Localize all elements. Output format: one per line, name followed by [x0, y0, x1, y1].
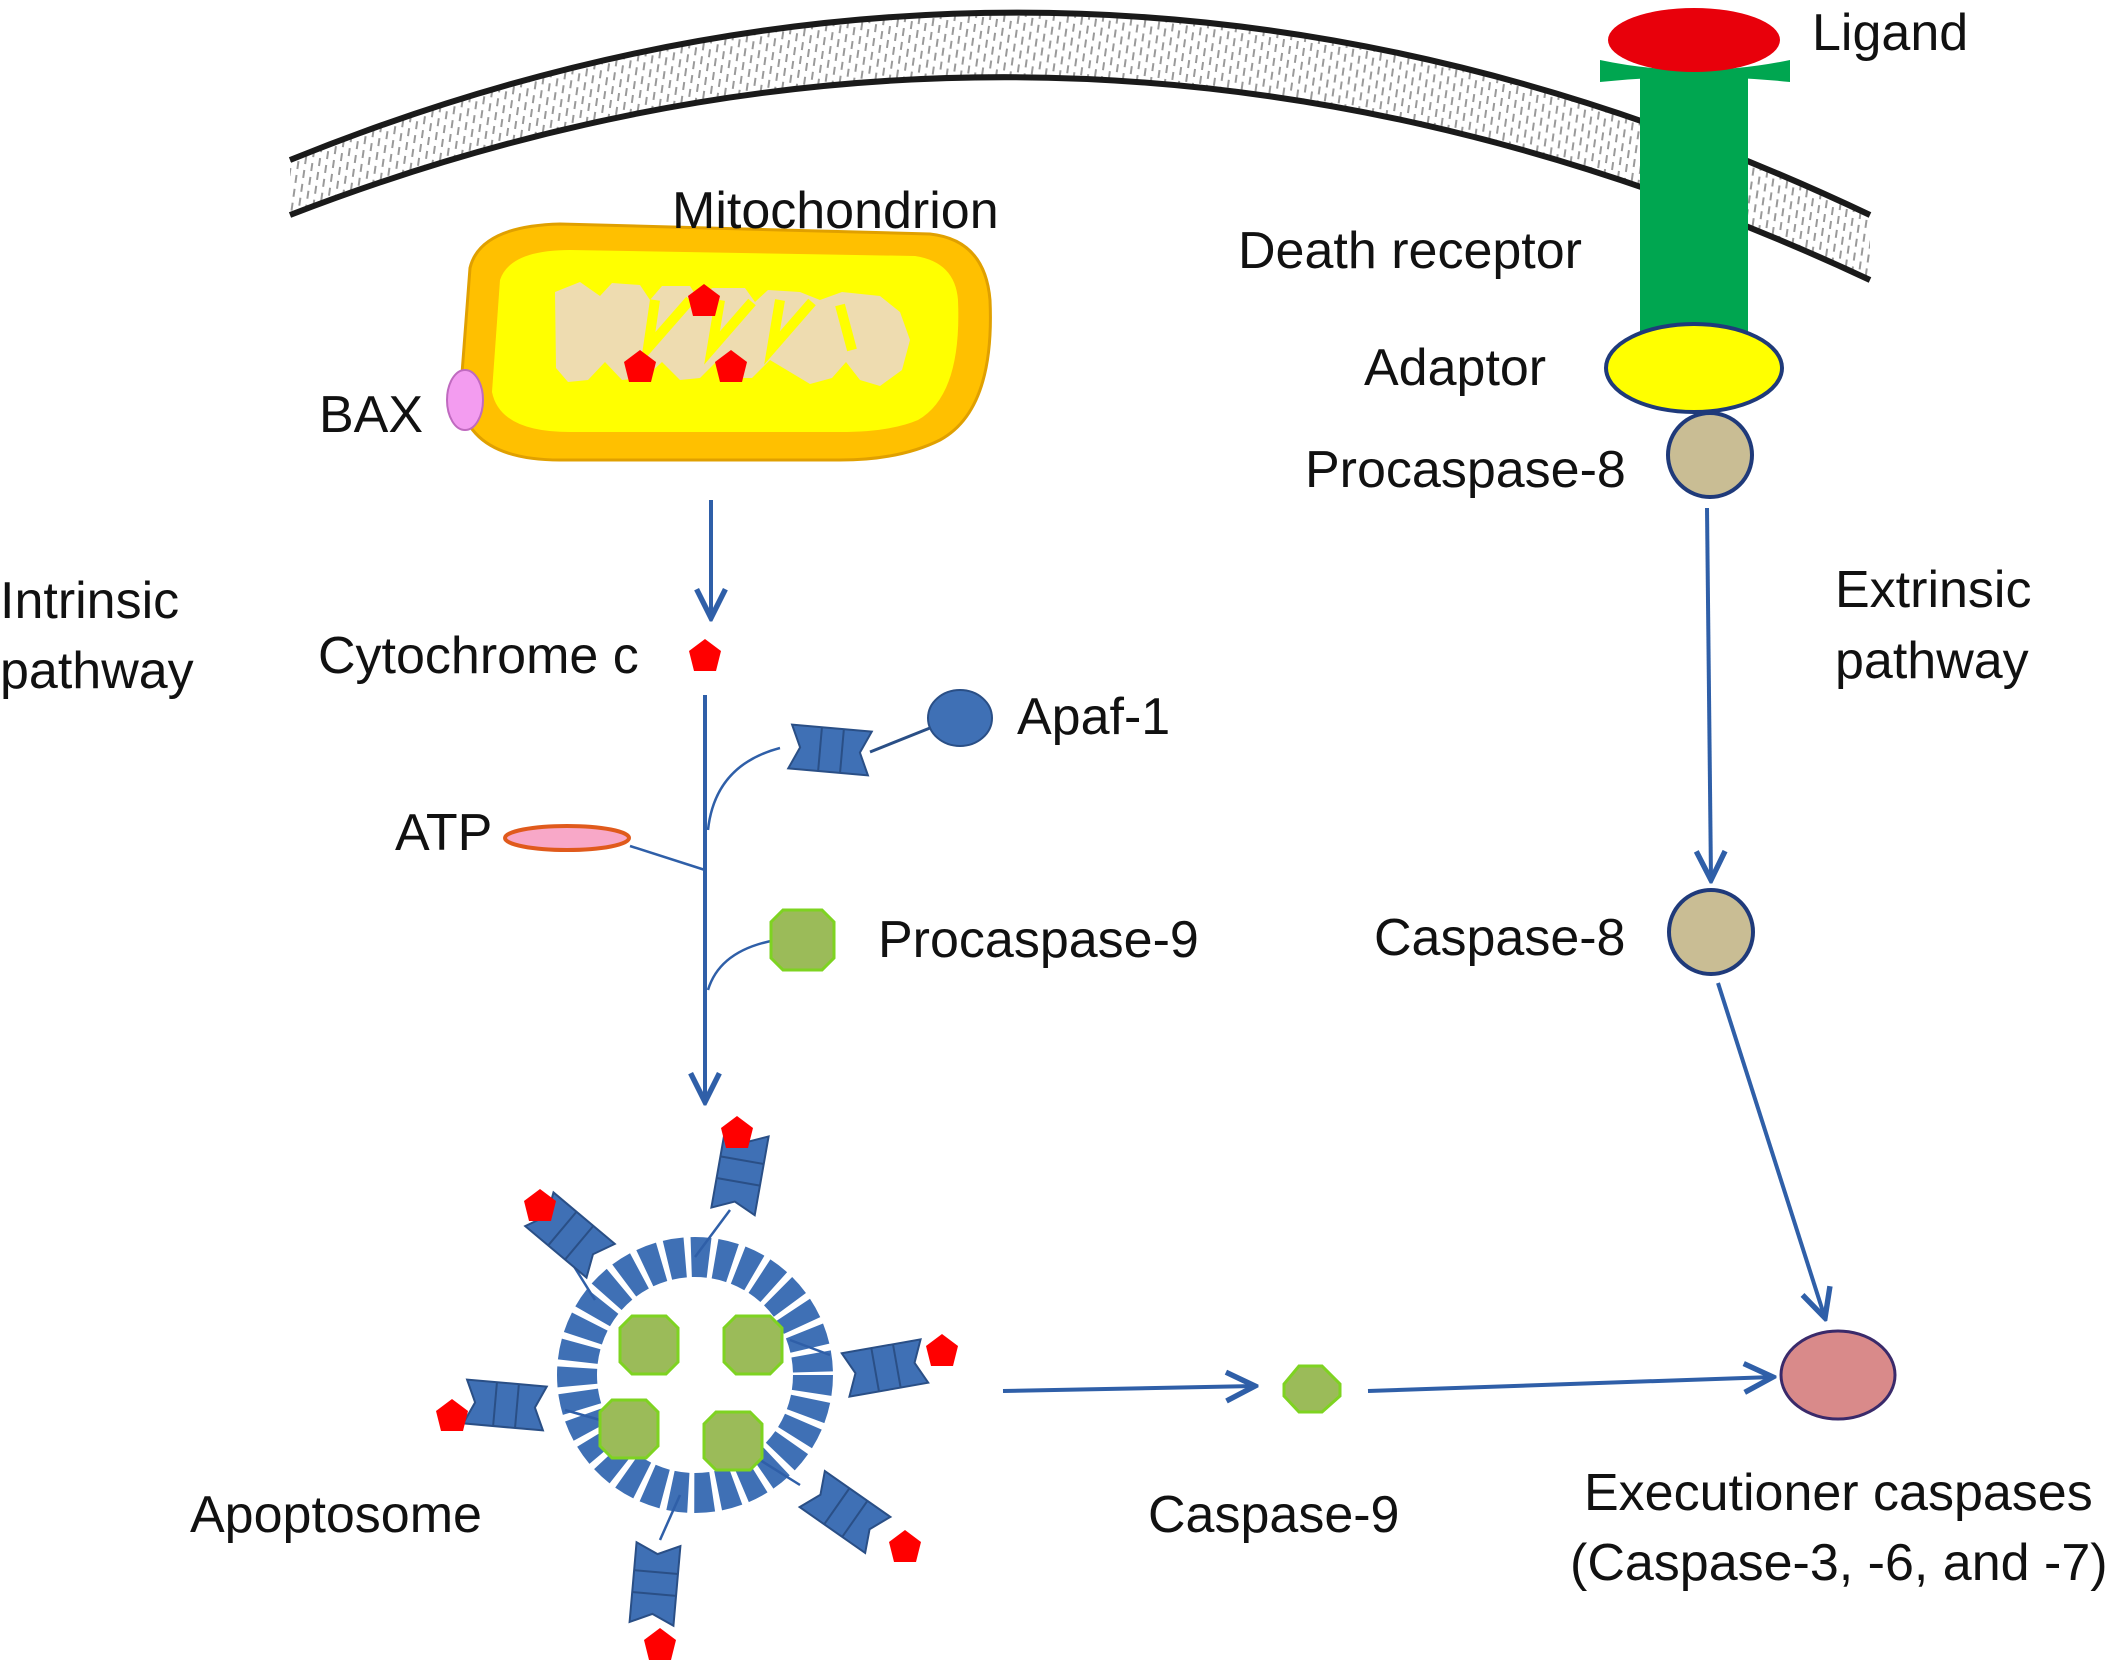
bax-label: BAX	[319, 386, 423, 444]
apoptosome	[436, 1116, 958, 1660]
executioner-caspases-ellipse	[1779, 1329, 1897, 1421]
caspase-8-label: Caspase-8	[1374, 909, 1625, 967]
cytochrome-c-label: Cytochrome c	[318, 627, 639, 685]
ligand	[1608, 8, 1780, 72]
procaspase-9-label: Procaspase-9	[878, 911, 1199, 969]
procaspase-9-icon	[769, 908, 836, 972]
procaspase9-join-line	[706, 938, 777, 991]
apaf-1-icon	[787, 689, 993, 777]
cytochrome-c-icon	[689, 639, 721, 671]
cell-membrane	[288, 9, 1872, 283]
mitochondrion	[458, 222, 992, 462]
intrinsic-pathway-label-1: Intrinsic	[0, 572, 179, 630]
executioner-caspases-label: Executioner caspases	[1584, 1464, 2093, 1522]
arrow-apoptosome-to-caspase9	[1002, 1386, 1255, 1391]
arrow-procaspase8-to-caspase8	[1707, 507, 1711, 880]
ligand-label: Ligand	[1812, 4, 1968, 62]
executioner-caspases-sublabel: (Caspase-3, -6, and -7)	[1570, 1534, 2108, 1592]
bax	[446, 369, 484, 431]
apoptosome-label: Apoptosome	[190, 1486, 482, 1544]
caspase-9-icon	[1282, 1364, 1342, 1414]
procaspase-8-circle	[1666, 411, 1754, 499]
caspase-8-circle	[1667, 888, 1755, 976]
intrinsic-pathway-label-2: pathway	[0, 642, 194, 700]
procaspase-8-label: Procaspase-8	[1305, 441, 1626, 499]
death-receptor	[1600, 60, 1790, 337]
arrow-caspase9-to-executioner	[1367, 1377, 1773, 1391]
mitochondrion-label: Mitochondrion	[672, 182, 999, 240]
atp-label: ATP	[395, 804, 492, 862]
death-receptor-label: Death receptor	[1238, 222, 1582, 280]
apaf-1-label: Apaf-1	[1017, 688, 1170, 746]
atp-icon	[503, 824, 631, 852]
adaptor-label: Adaptor	[1364, 339, 1546, 397]
adaptor	[1604, 322, 1784, 414]
extrinsic-pathway-label-2: pathway	[1835, 632, 2029, 690]
caspase-9-label: Caspase-9	[1148, 1486, 1399, 1544]
apaf1-join-line	[706, 746, 781, 831]
atp-join-line	[629, 844, 706, 872]
extrinsic-pathway-label-1: Extrinsic	[1835, 561, 2031, 619]
arrow-caspase8-to-executioner	[1716, 982, 1825, 1318]
